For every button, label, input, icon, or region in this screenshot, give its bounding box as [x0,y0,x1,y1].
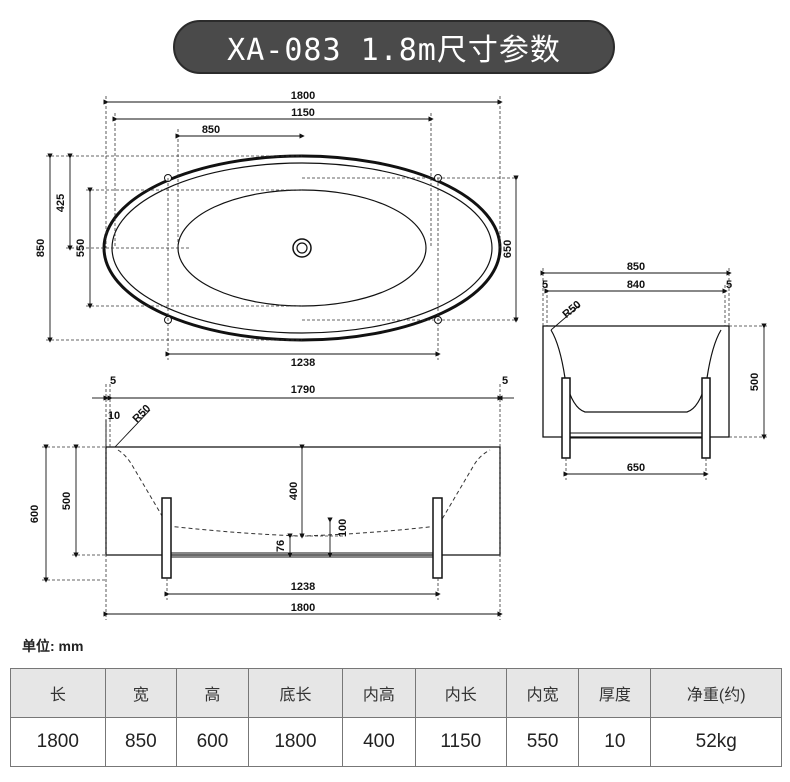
spec-value-row: 1800 850 600 1800 400 1150 550 10 52kg [10,717,782,767]
dim-side-radius: R50 [130,402,153,425]
dim-side-drain-low: 76 [275,540,287,552]
dim-end-rim-right: 5 [726,279,732,291]
dim-side-inner-height: 500 [61,492,73,510]
page-title: XA-083 1.8m尺寸参数 [227,33,561,68]
dim-end-height: 500 [749,373,761,391]
spec-header-inner-height: 内高 [342,668,416,718]
dim-end-rim-left: 5 [542,279,548,291]
side-view: 1790 5 5 10 R50 600 500 400 100 76 1238 … [29,375,514,620]
spec-value-thickness: 10 [578,717,652,767]
spec-header-inner-width: 内宽 [506,668,580,718]
spec-value-width: 850 [104,717,178,767]
dim-side-rim-drop: 10 [108,410,120,422]
spec-header-weight: 净重(约) [650,668,782,718]
dim-side-depth: 400 [288,482,300,500]
dim-side-height: 600 [29,505,41,523]
dim-top-base: 1238 [291,357,315,369]
spec-value-height: 600 [176,717,249,767]
unit-label: 单位: mm [22,638,84,654]
dim-end-base: 650 [627,462,645,474]
dim-side-length: 1800 [291,602,315,614]
spec-table: 长 宽 高 底长 内高 内长 内宽 厚度 净重(约) 1800 850 600 … [10,668,782,767]
dim-side-drain: 100 [337,519,349,537]
top-view: 1800 1150 850 1238 850 425 550 650 [35,90,519,369]
spec-header-inner-length: 内长 [414,668,508,718]
dim-side-inner-length: 1790 [291,384,315,396]
spec-value-weight: 52kg [650,717,782,767]
dim-top-half-width: 425 [55,194,67,212]
spec-value-length: 1800 [10,717,106,767]
dim-end-top: 850 [627,261,645,273]
spec-header-thickness: 厚度 [578,668,652,718]
spec-value-inner-height: 400 [342,717,416,767]
dim-top-inner-width: 550 [75,239,87,257]
dim-top-length: 1800 [291,90,315,102]
spec-value-inner-length: 1150 [414,717,508,767]
title-banner: XA-083 1.8m尺寸参数 [173,20,615,74]
dim-side-rim-left: 5 [110,375,116,387]
spec-header-width: 宽 [104,668,178,718]
spec-value-inner-width: 550 [506,717,580,767]
spec-header-height: 高 [176,668,249,718]
dim-top-basin: 850 [202,124,220,136]
dim-top-inner-length: 1150 [291,107,315,119]
dim-top-leg-width: 650 [502,240,514,258]
dim-top-width: 850 [35,239,47,257]
spec-header-length: 长 [10,668,106,718]
dim-end-radius: R50 [560,299,583,321]
spec-header-base-length: 底长 [247,668,344,718]
spec-value-base-length: 1800 [247,717,344,767]
spec-header-row: 长 宽 高 底长 内高 内长 内宽 厚度 净重(约) [10,668,782,718]
dim-side-rim-right: 5 [502,375,508,387]
technical-drawing: 1800 1150 850 1238 850 425 550 650 [29,90,768,620]
dim-side-base: 1238 [291,581,315,593]
end-view: 850 840 5 5 R50 500 650 [540,261,768,480]
dim-end-inner: 840 [627,279,645,291]
